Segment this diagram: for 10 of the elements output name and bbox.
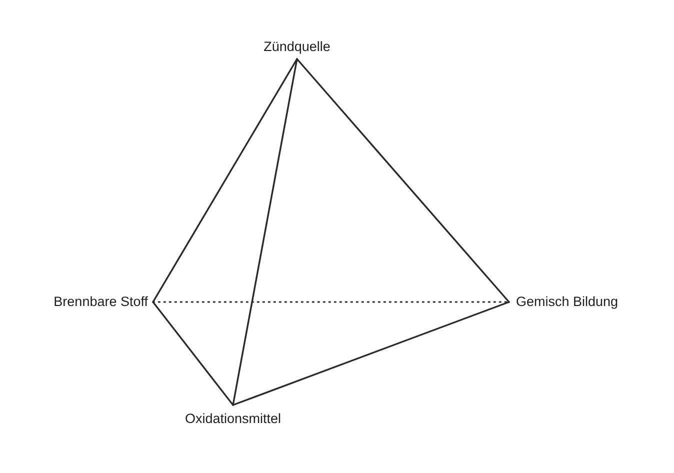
- edge-line: [296, 58, 510, 303]
- vertex-label: Oxidationsmittel: [182, 405, 284, 427]
- dotted-line: [152, 301, 510, 303]
- edge-line: [152, 301, 234, 406]
- vertex-label: Gemisch Bildung: [509, 294, 620, 310]
- edge-line: [232, 301, 510, 406]
- vertex-label: Zündquelle: [262, 39, 332, 59]
- edge-line: [232, 58, 298, 406]
- edge-line: [152, 58, 298, 303]
- vertex-label: Brennbare Stoff: [52, 294, 153, 310]
